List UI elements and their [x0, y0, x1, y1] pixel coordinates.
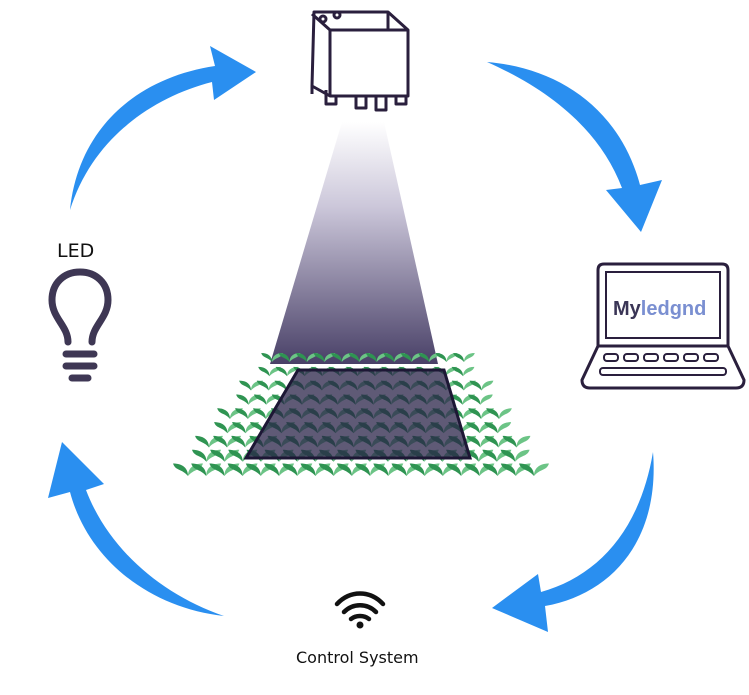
wifi-icon	[334, 591, 386, 629]
arrow-led-to-camera	[70, 46, 256, 210]
plant-sprout	[468, 394, 493, 405]
plant-sprout	[453, 353, 475, 362]
laptop-brand: Myledgnd	[613, 298, 706, 320]
control-system-label: Control System	[296, 648, 419, 667]
arrow-camera-to-laptop	[487, 62, 662, 232]
cycle-arrows	[48, 46, 662, 632]
plant-sprout	[451, 366, 475, 377]
plant-sprout	[484, 422, 512, 434]
arrow-control-to-led	[48, 442, 224, 616]
camera-sensor-icon	[310, 10, 410, 112]
laptop-brand-prefix: My	[613, 298, 642, 320]
plant-sprout	[502, 435, 531, 448]
arrow-laptop-to-control	[492, 452, 654, 632]
captured-area-outline	[243, 368, 473, 460]
lightbulb-icon	[48, 268, 112, 382]
plant-sprout	[486, 408, 512, 419]
plant-sprout	[469, 380, 494, 391]
camera-light-beam	[270, 122, 438, 364]
captured-area	[246, 370, 470, 458]
led-label: LED	[57, 240, 95, 262]
laptop-icon: Myledgnd	[580, 262, 746, 390]
laptop-brand-suffix: ledgnd	[641, 298, 707, 320]
